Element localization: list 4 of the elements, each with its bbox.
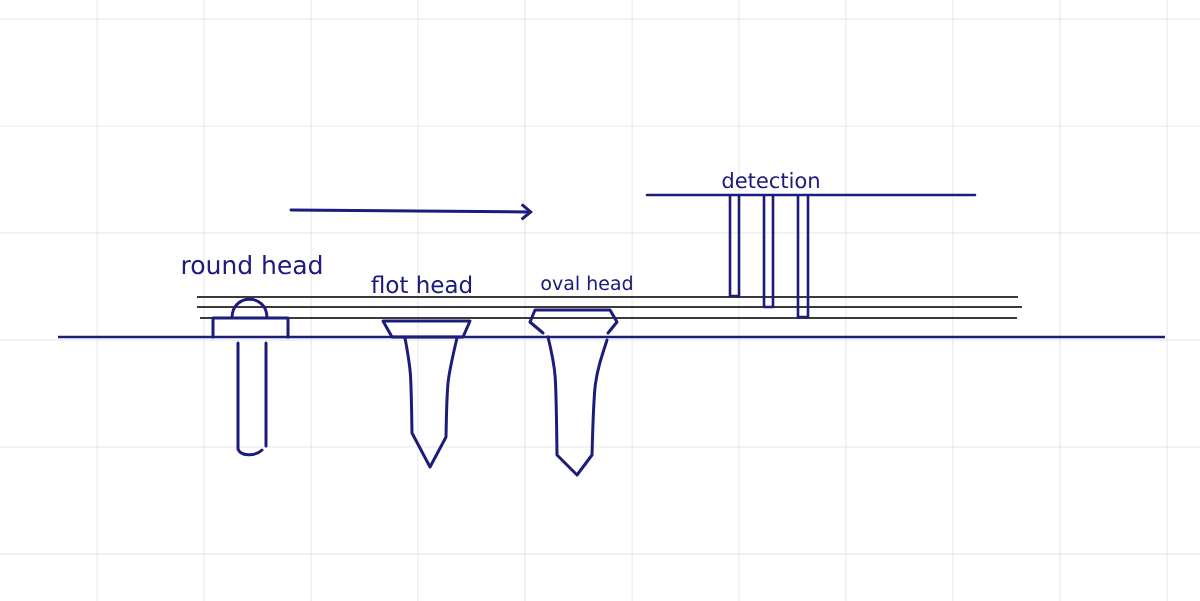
- part-label: oval head: [541, 275, 632, 291]
- part-label: round head: [182, 255, 322, 275]
- part-label: detection: [722, 172, 819, 189]
- part-label: flot head: [371, 275, 472, 294]
